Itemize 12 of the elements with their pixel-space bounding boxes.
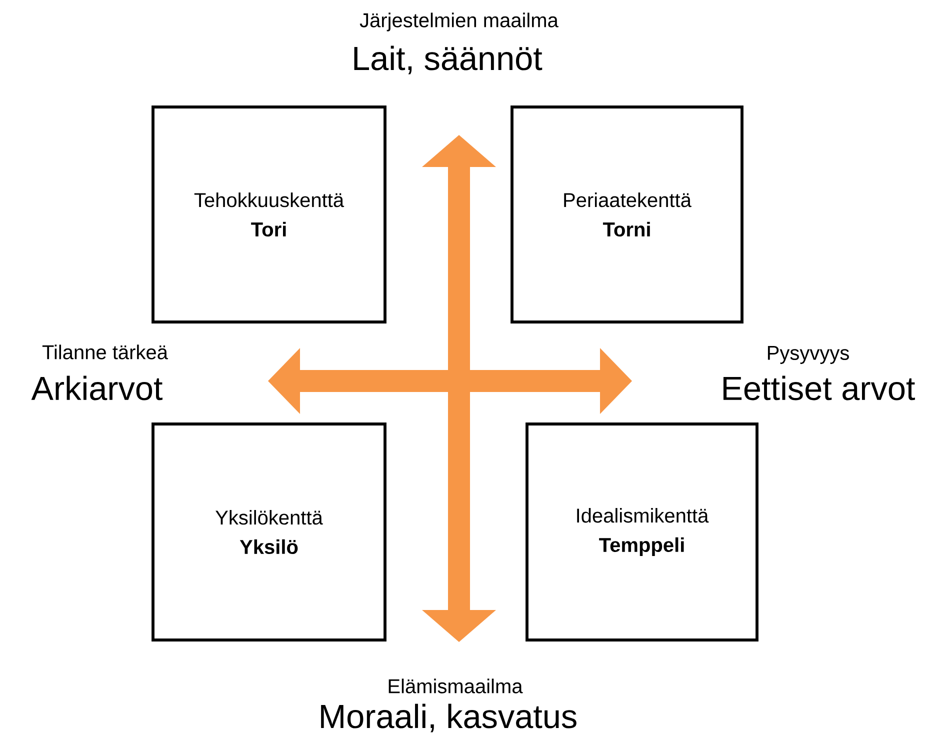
axis-title: Arkiarvot <box>31 376 162 400</box>
axis-title: Lait, säännöt <box>354 46 542 74</box>
field-box: Periaatekenttä Torni <box>510 106 744 324</box>
field-box: Yksilökenttä Yksilö <box>152 422 386 642</box>
axis-subtitle: Pysyvyys <box>768 346 849 364</box>
field-box: Idealismikenttä Temppeli <box>526 422 758 642</box>
axis-title: Eettiset arvot <box>723 376 915 400</box>
axis-subtitle: Järjestelmien maailma <box>360 12 558 32</box>
axis-title: Moraali, kasvatus <box>321 704 576 732</box>
axis-subtitle: Tilanne tärkeä <box>42 344 168 360</box>
field-box: Tehokkuuskenttä Tori <box>152 106 386 324</box>
axis-subtitle: Elämismaailma <box>388 678 523 694</box>
